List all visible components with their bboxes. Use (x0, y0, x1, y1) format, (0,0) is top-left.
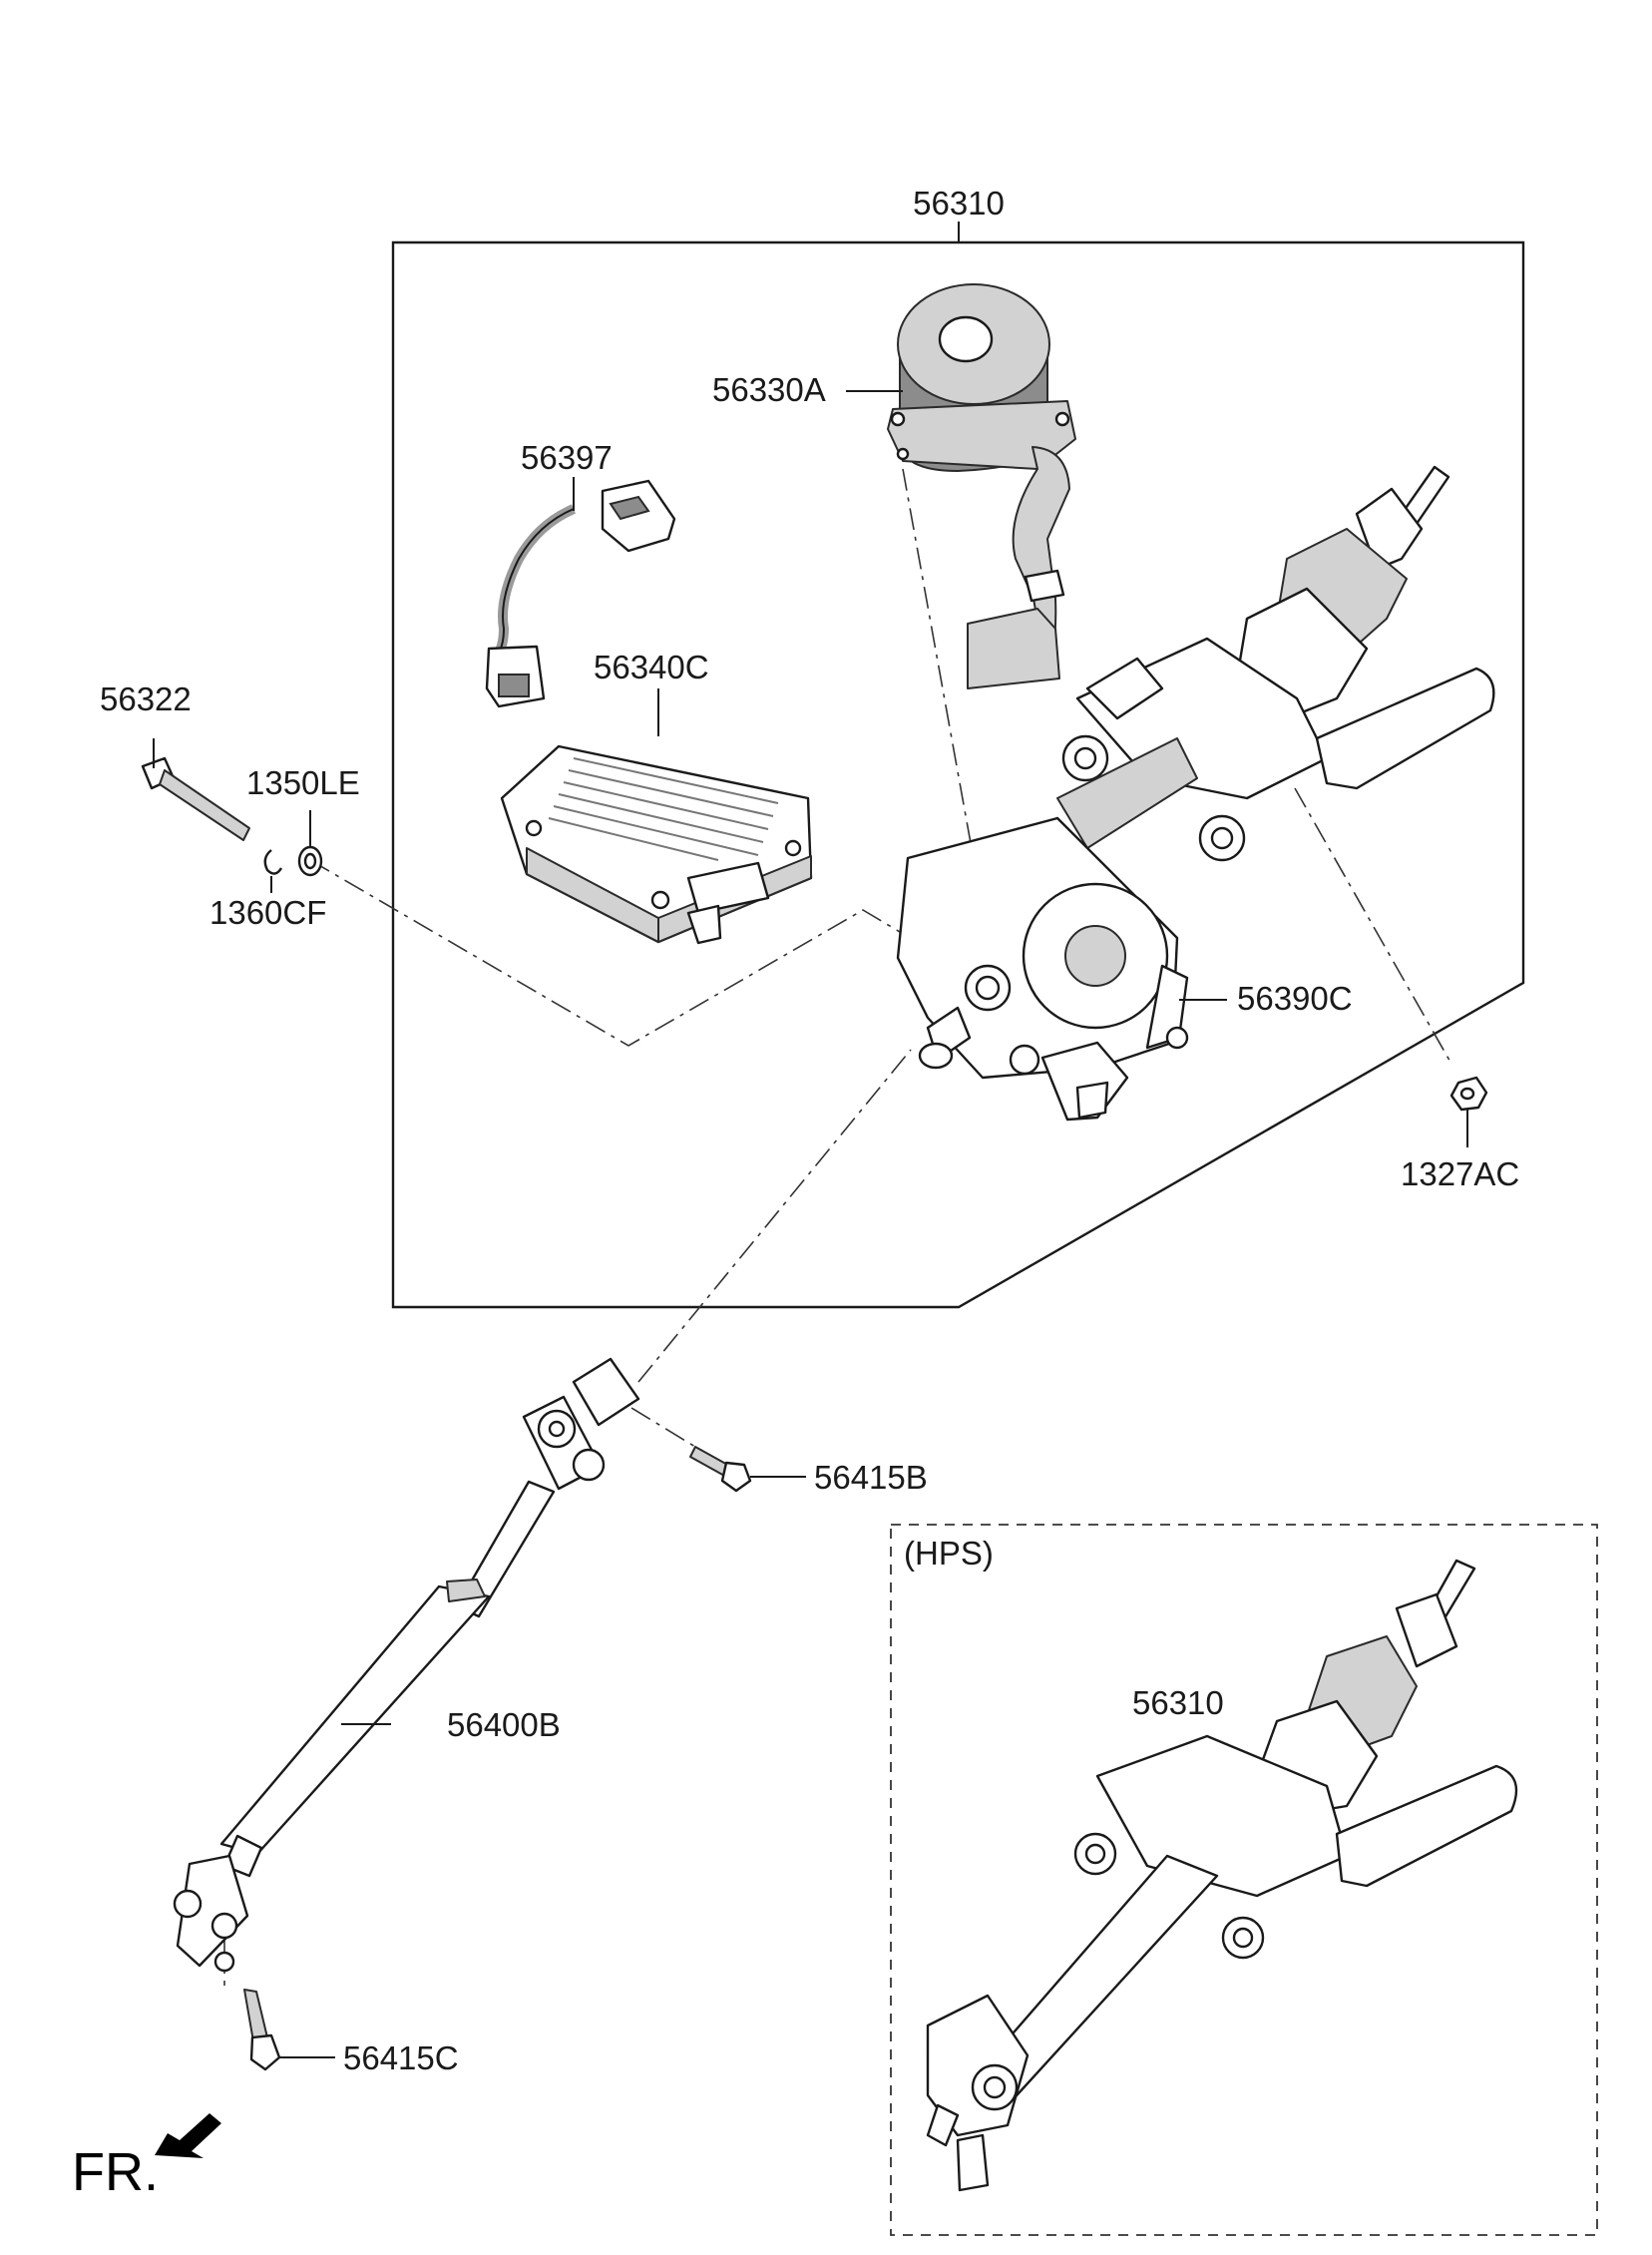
ecu-module (500, 744, 813, 945)
front-arrow-icon (155, 2113, 221, 2158)
wiring-harness (485, 479, 676, 708)
hps-title: (HPS) (904, 1535, 994, 1572)
ecu-cooling-fins (548, 757, 779, 861)
label-56322: 56322 (100, 680, 192, 717)
label-56390c: 56390C (1237, 980, 1353, 1017)
hps-inset: (HPS) 56310 (890, 1524, 1598, 2236)
washer-1350le (297, 810, 323, 877)
label-56340c: 56340C (594, 649, 709, 685)
nut-1327ac (1449, 1076, 1488, 1147)
washer-1360cf (263, 849, 283, 893)
label-1350le: 1350LE (246, 764, 360, 801)
hps-steering-column (926, 1559, 1518, 2192)
intermediate-shaft (173, 1357, 640, 1973)
label-56415b: 56415B (814, 1459, 928, 1496)
steering-column-epas (896, 465, 1495, 1122)
front-direction-indicator: FR. (72, 2113, 221, 2202)
part-labels: 56310 56330A 56397 56340C 56322 1350LE 1… (100, 185, 1519, 2076)
bolt-56415c (243, 1989, 335, 2071)
front-label: FR. (72, 2142, 159, 2202)
label-56397: 56397 (521, 439, 613, 476)
assembly-frame (391, 222, 1525, 1309)
label-56310: 56310 (913, 185, 1005, 222)
label-56400b: 56400B (447, 1706, 561, 1743)
label-56415c: 56415C (343, 2039, 459, 2076)
hps-label-56310: 56310 (1132, 1684, 1224, 1721)
bolt-56322 (141, 738, 250, 841)
label-56330a: 56330A (712, 371, 826, 408)
label-1360cf: 1360CF (209, 894, 326, 931)
motor-assembly (887, 283, 1076, 689)
label-1327ac: 1327AC (1401, 1155, 1519, 1192)
bolt-56415b (689, 1446, 806, 1493)
